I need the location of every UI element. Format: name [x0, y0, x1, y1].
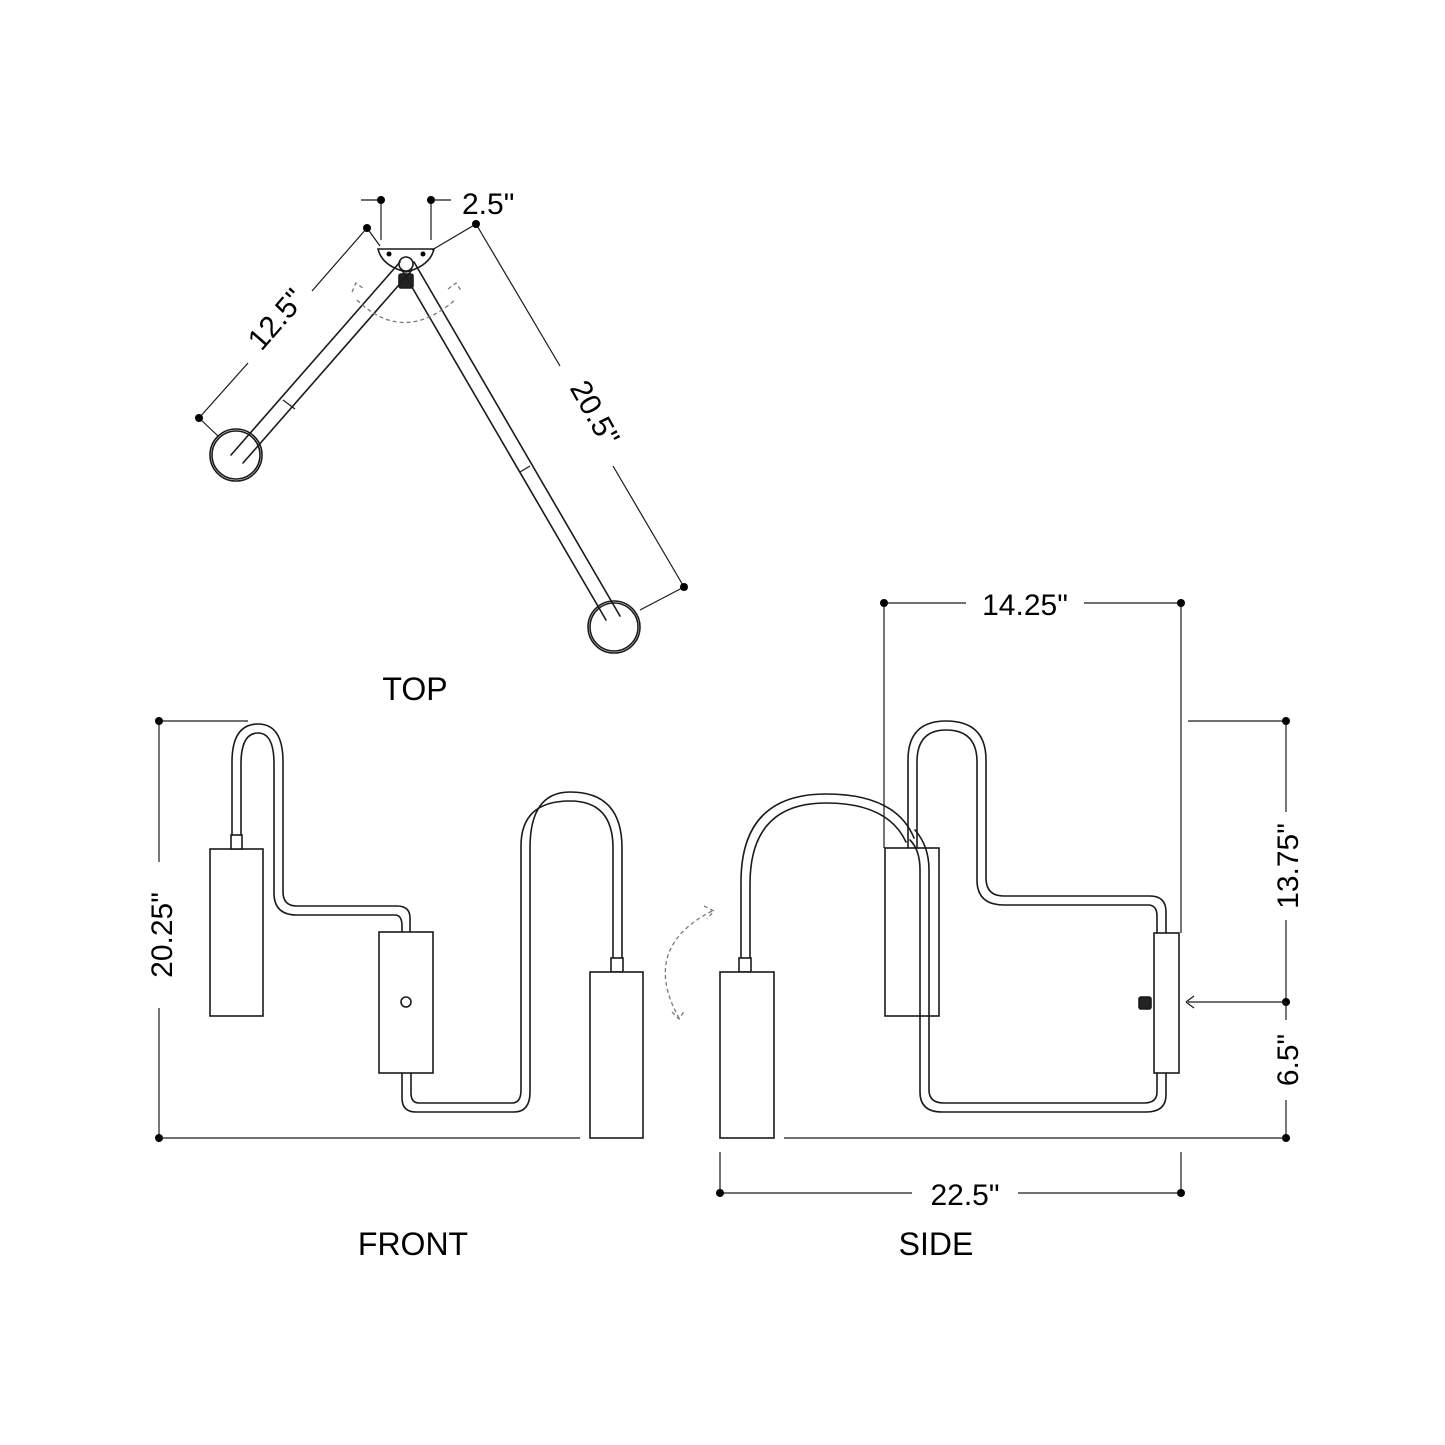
wall-canopy [376, 248, 436, 273]
rotation-arc-top [356, 299, 456, 324]
dimension-label-side-width: 14.25" [982, 589, 1068, 622]
dimension-side-upper-height: 13.75" [1188, 717, 1305, 1006]
side-front-shade [719, 971, 775, 1139]
side-view: 14.25" 13.75" 6.5" [716, 589, 1305, 1262]
dimension-label-long-arm: 20.5" [563, 375, 625, 451]
dimension-side-width: 14.25" [880, 589, 1185, 933]
view-label-front: FRONT [358, 1226, 468, 1262]
dimension-short-arm: 12.5" [195, 224, 381, 437]
side-rear-shade [884, 847, 940, 1017]
top-view: 2.5" [195, 188, 688, 707]
front-right-shade [589, 971, 644, 1139]
dimension-side-lower-height: 6.5" [1188, 1001, 1305, 1142]
dimension-label-top-offset: 2.5" [462, 188, 514, 221]
side-backplate [1153, 932, 1180, 1074]
dimension-label-side-upper-height: 13.75" [1272, 823, 1305, 909]
dimension-label-short-arm: 12.5" [242, 283, 312, 357]
dimension-top-offset: 2.5" [361, 188, 514, 240]
view-label-top: TOP [382, 671, 447, 707]
short-arm [209, 256, 414, 482]
dimension-label-side-lower-height: 6.5" [1272, 1034, 1305, 1086]
front-backplate [378, 931, 434, 1074]
view-label-side: SIDE [899, 1226, 974, 1262]
dimension-label-overall-height: 20.25" [146, 892, 179, 978]
dimension-label-overall-width: 22.5" [930, 1179, 999, 1212]
front-view: 20.25" FRONT [146, 717, 644, 1262]
long-arm [401, 261, 641, 654]
dimension-overall-height: 20.25" [146, 717, 248, 1142]
dimension-overall-width: 22.5" [716, 1152, 1185, 1212]
front-left-shade [209, 848, 264, 1017]
rotation-arc-front [664, 910, 713, 1019]
dimension-long-arm: 20.5" [431, 220, 688, 611]
